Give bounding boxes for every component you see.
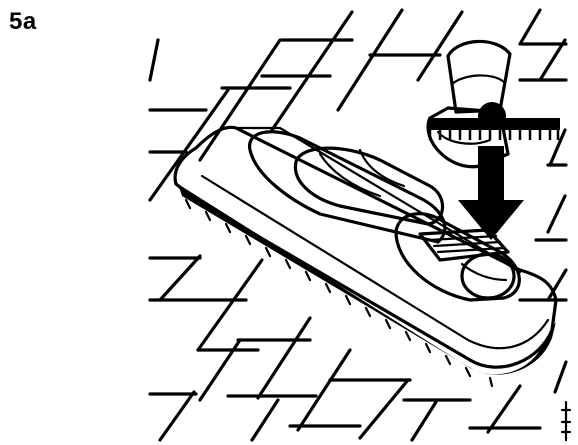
- parquet-floor: [150, 10, 566, 440]
- print-code-mark: [562, 402, 570, 440]
- downward-arrow-icon: [428, 102, 560, 240]
